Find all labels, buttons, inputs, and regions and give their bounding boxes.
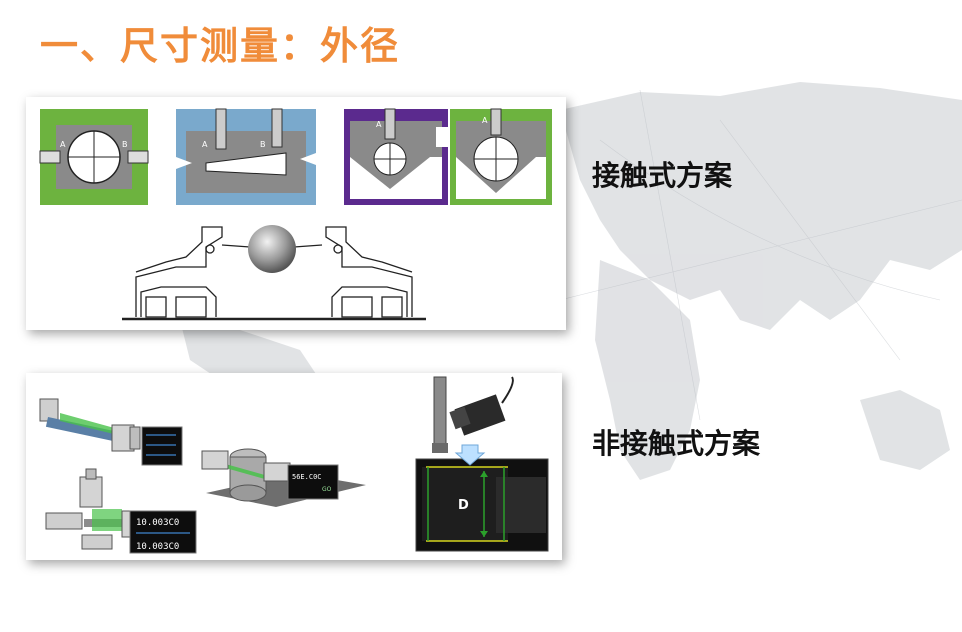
probe-marker-a: A — [482, 116, 488, 125]
readout-display: 10.003C0 10.003C0 — [129, 510, 197, 554]
display-reading-1: 10.003C0 — [136, 518, 179, 528]
probe-gauge-diagram: A B — [39, 109, 149, 205]
measured-ball — [248, 225, 296, 273]
contact-diagrams: A B A B A — [39, 108, 552, 321]
sensor-status: GO — [322, 486, 332, 493]
probe-marker-a: A — [376, 120, 382, 129]
camera-inspection: D — [415, 376, 549, 552]
diameter-label: D — [458, 498, 469, 513]
contact-method-figure: A B A B A — [26, 97, 566, 330]
slide-title: 一、尺寸测量：外径 — [40, 24, 401, 68]
cylinder-sensor-setup: 56E.C0C GO — [201, 448, 366, 507]
noncontact-method-figure: 10.003C0 10.003C0 56E.C0C GO — [26, 373, 562, 560]
display-reading-2: 10.003C0 — [136, 542, 179, 552]
contact-method-label: 接触式方案 — [592, 159, 733, 192]
laser-micrometer-1 — [39, 398, 183, 466]
taper-gauge-diagram: A B — [176, 108, 316, 205]
sensor-reading: 56E.C0C — [292, 473, 322, 481]
noncontact-method-label: 非接触式方案 — [592, 427, 761, 460]
probe-marker-a: A — [60, 140, 66, 149]
probe-marker-b: B — [122, 140, 128, 149]
probe-marker-b: B — [260, 140, 266, 149]
probe-marker-a: A — [202, 140, 208, 149]
v-block-diagram-2: A — [450, 108, 552, 205]
ball-gauge-drawing — [122, 226, 426, 321]
noncontact-diagrams: 10.003C0 10.003C0 56E.C0C GO — [39, 376, 549, 554]
laser-micrometer-2 — [45, 468, 141, 550]
v-block-diagram: A — [344, 108, 464, 205]
